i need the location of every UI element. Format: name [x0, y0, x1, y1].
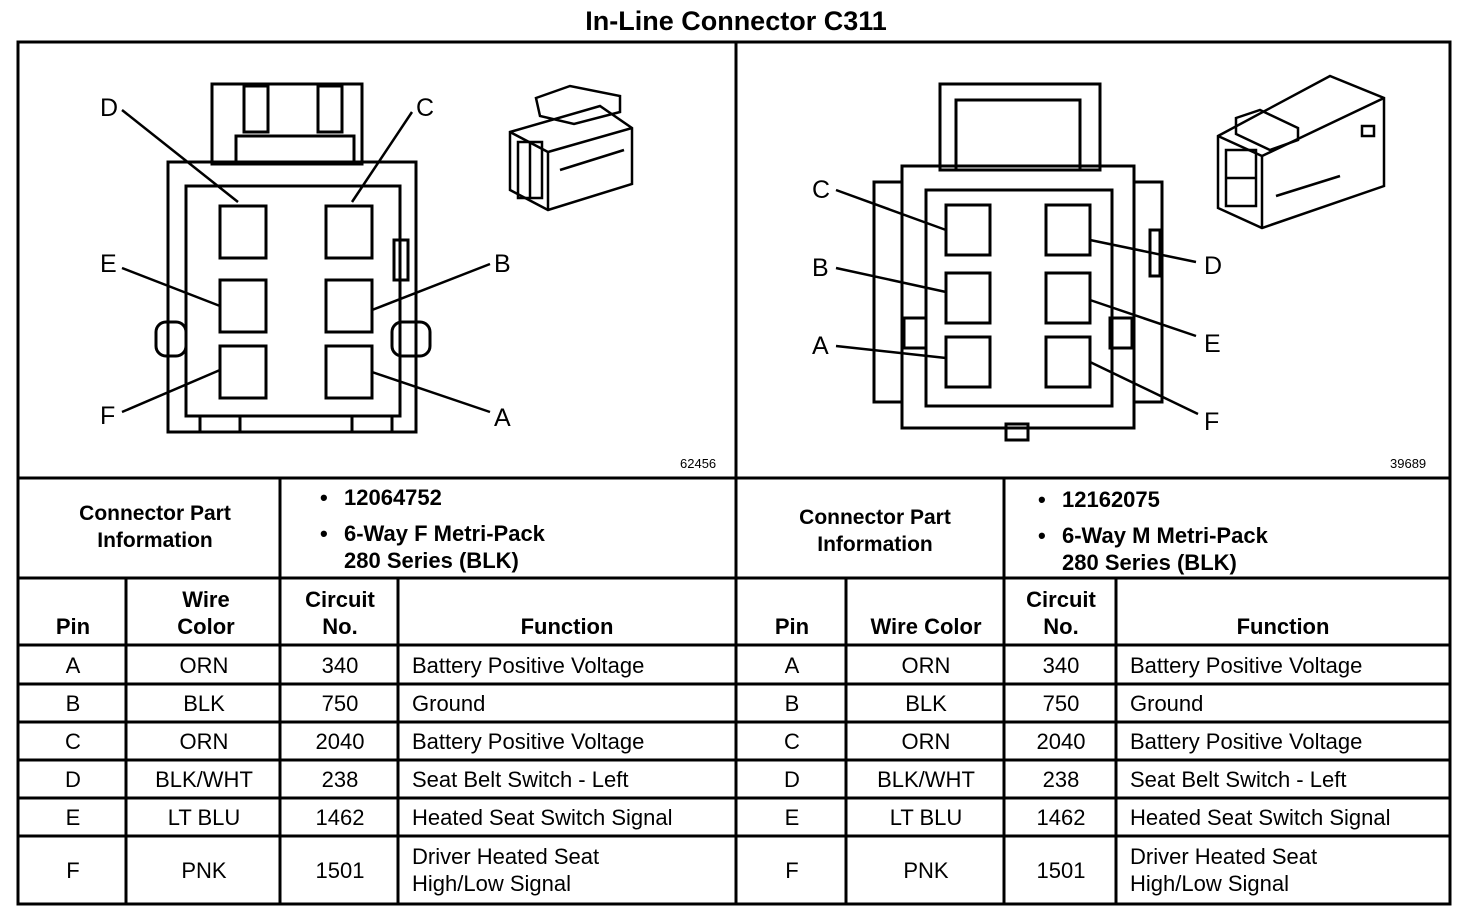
left-pin-labels: D C E B F A	[100, 94, 511, 432]
wire-color-cell: BLK	[905, 691, 947, 716]
pin-cell: D	[784, 767, 800, 792]
pin-cell: C	[784, 729, 800, 754]
function-cell: Seat Belt Switch - Left	[412, 767, 629, 792]
circuit-cell: 1501	[1036, 857, 1086, 883]
pin-cell: F	[66, 857, 80, 883]
function-cell: Heated Seat Switch Signal	[412, 805, 673, 830]
right-header-pin: Pin	[774, 614, 810, 639]
circuit-cell: 1501	[315, 857, 365, 883]
right-connector-face	[872, 82, 1164, 442]
function-cell: Seat Belt Switch - Left	[1130, 767, 1347, 792]
left-pin-label-b: B	[494, 250, 511, 278]
left-pin-label-e: E	[100, 250, 117, 278]
right-part-info: • 12162075 • 6-Way M Metri-Pack 280 Seri…	[1038, 487, 1268, 575]
pin-cell: B	[65, 691, 81, 716]
wire-color-cell: BLK	[183, 691, 225, 716]
function-cell: Heated Seat Switch Signal	[1130, 805, 1391, 830]
pin-cell: A	[65, 652, 81, 678]
wire-color-cell: BLK/WHT	[877, 767, 975, 792]
left-connector-face	[154, 82, 432, 434]
right-pin-label-b: B	[812, 254, 829, 282]
function-cell: Battery Positive Voltage	[412, 652, 645, 678]
circuit-cell: 1462	[1036, 805, 1086, 830]
left-header-wire-color: Wire Color	[177, 587, 235, 639]
right-pin-label-f: F	[1204, 408, 1219, 436]
right-figure-number: 39689	[1390, 456, 1426, 471]
left-part-desc-line2: 280 Series (BLK)	[344, 548, 519, 573]
wire-color-cell: LT BLU	[167, 805, 241, 830]
right-header-wire-color: Wire Color	[870, 614, 982, 639]
wire-color-cell: PNK	[181, 857, 227, 883]
circuit-cell: 1462	[315, 805, 365, 830]
pin-cell: E	[784, 805, 800, 830]
right-leader-lines	[835, 188, 1199, 416]
right-header-circuit: Circuit No.	[1026, 587, 1096, 639]
pin-cell: B	[784, 691, 800, 716]
function-cell: Battery Positive Voltage	[1130, 652, 1363, 678]
circuit-cell: 750	[1042, 691, 1080, 716]
pin-cell: F	[785, 857, 799, 883]
pin-cell: E	[65, 805, 81, 830]
left-leader-lines	[121, 109, 491, 414]
wire-color-cell: ORN	[179, 652, 229, 678]
pin-cell: D	[65, 767, 81, 792]
left-part-info-label: Connector Part Information	[79, 502, 231, 552]
right-connector-thumbnail	[1216, 74, 1386, 230]
left-part-desc-line1: 6-Way F Metri-Pack	[344, 521, 545, 546]
right-pin-labels: C B A D E F	[812, 176, 1222, 436]
wire-color-cell: BLK/WHT	[155, 767, 253, 792]
outer-frame	[16, 40, 1452, 906]
right-part-info-label: Connector Part Information	[799, 506, 951, 556]
wire-color-cell: ORN	[901, 729, 951, 754]
right-part-desc-line2: 280 Series (BLK)	[1062, 550, 1237, 575]
right-pin-label-a: A	[812, 332, 829, 360]
wire-color-cell: ORN	[901, 652, 951, 678]
function-cell: Ground	[1130, 691, 1204, 716]
left-pin-label-c: C	[416, 94, 434, 122]
wire-color-cell: ORN	[179, 729, 229, 754]
page-title: In-Line Connector C311	[585, 6, 887, 36]
function-cell: Driver Heated Seat High/Low Signal	[1130, 844, 1318, 896]
circuit-cell: 238	[1042, 767, 1080, 792]
right-pin-label-e: E	[1204, 330, 1221, 358]
function-cell: Battery Positive Voltage	[1130, 729, 1363, 754]
right-header-function: Function	[1236, 614, 1330, 639]
function-cell: Battery Positive Voltage	[412, 729, 645, 754]
wire-color-cell: PNK	[903, 857, 949, 883]
circuit-cell: 750	[321, 691, 359, 716]
right-pin-label-d: D	[1204, 252, 1222, 280]
left-pin-label-f: F	[100, 402, 115, 430]
right-part-number: 12162075	[1062, 487, 1160, 512]
left-header-function: Function	[520, 614, 614, 639]
left-pin-label-a: A	[494, 404, 511, 432]
left-pin-label-d: D	[100, 94, 118, 122]
left-part-number: 12064752	[344, 485, 442, 510]
right-part-desc-line1: 6-Way M Metri-Pack	[1062, 523, 1268, 548]
left-header-circuit: Circuit No.	[305, 587, 375, 639]
left-figure-number: 62456	[680, 456, 716, 471]
left-connector-thumbnail	[508, 84, 634, 212]
right-pin-label-c: C	[812, 176, 830, 204]
circuit-cell: 340	[1042, 652, 1080, 678]
circuit-cell: 340	[321, 652, 359, 678]
circuit-cell: 2040	[1036, 729, 1086, 754]
pin-cell: A	[784, 652, 800, 678]
circuit-cell: 2040	[315, 729, 365, 754]
left-part-info: • 12064752 • 6-Way F Metri-Pack 280 Seri…	[320, 485, 545, 573]
left-header-pin: Pin	[55, 614, 91, 639]
wire-color-cell: LT BLU	[889, 805, 963, 830]
function-cell: Ground	[412, 691, 486, 716]
function-cell: Driver Heated Seat High/Low Signal	[412, 844, 600, 896]
circuit-cell: 238	[321, 767, 359, 792]
pin-cell: C	[65, 729, 81, 754]
